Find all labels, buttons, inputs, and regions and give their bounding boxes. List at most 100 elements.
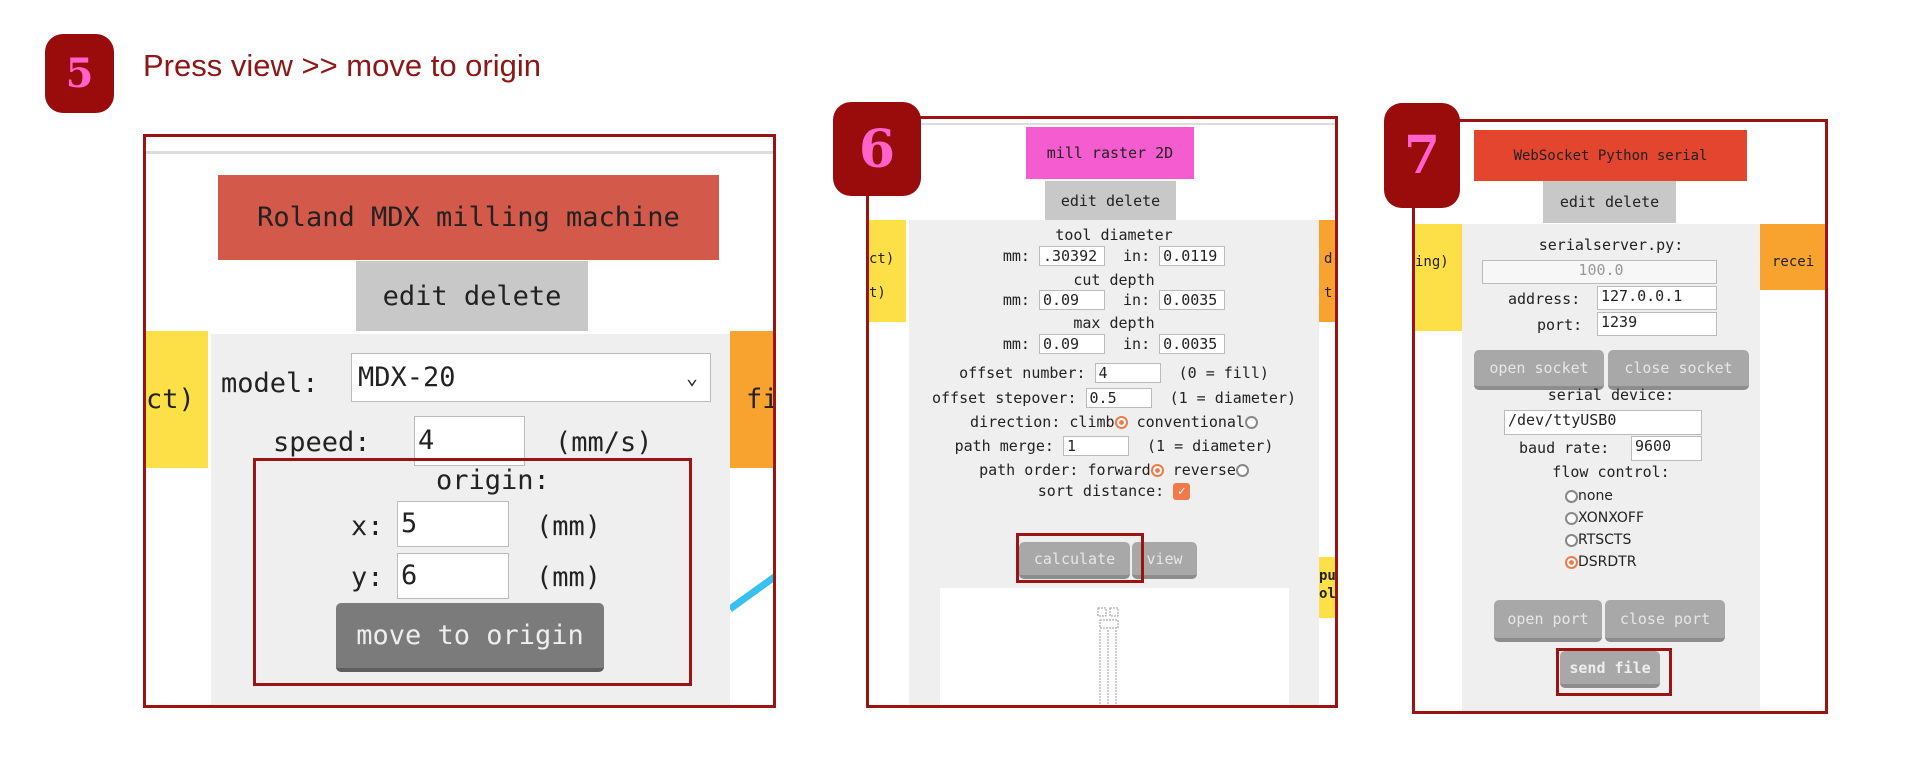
cut-depth-label: cut depth: [1073, 271, 1155, 289]
speed-input[interactable]: 4: [414, 416, 525, 466]
open-port-button[interactable]: open port: [1494, 600, 1602, 642]
climb-label: climb: [1069, 413, 1115, 431]
baud-rate-label: baud rate:: [1519, 439, 1610, 457]
close-socket-button[interactable]: close socket: [1608, 350, 1749, 390]
offset-number-input[interactable]: 4: [1094, 363, 1161, 383]
edit-delete-button[interactable]: edit delete: [356, 261, 588, 331]
option-label: none: [1578, 488, 1613, 504]
send-file-button[interactable]: send file: [1560, 651, 1660, 688]
right-module-tab[interactable]: fi: [730, 331, 776, 468]
tool-diameter-mm-input[interactable]: .30392: [1038, 246, 1105, 266]
edit-delete-button[interactable]: edit delete: [1543, 181, 1676, 223]
option-label: RTSCTS: [1578, 532, 1632, 548]
step-5-badge: 5: [45, 34, 114, 113]
max-depth-in-input[interactable]: 0.0035: [1159, 334, 1226, 354]
connection-line: [730, 573, 773, 612]
flow-option-none[interactable]: none: [1565, 485, 1644, 507]
module-header[interactable]: WebSocket Python serial: [1474, 130, 1747, 181]
option-label: DSRDTR: [1578, 554, 1637, 570]
calculate-button[interactable]: calculate: [1019, 542, 1130, 579]
max-depth-label: max depth: [1073, 314, 1155, 332]
model-select[interactable]: MDX-20 ⌄: [351, 353, 711, 402]
step-7-screenshot: WebSocket Python serial edit delete ing)…: [1412, 119, 1828, 714]
sort-distance-checkbox[interactable]: ✓: [1173, 482, 1191, 500]
speed-unit: (mm/s): [555, 427, 653, 458]
step-5-title: Press view >> move to origin: [143, 48, 542, 83]
offset-number-hint: (0 = fill): [1178, 364, 1269, 382]
baud-rate-input[interactable]: 9600: [1631, 436, 1702, 461]
module-header[interactable]: Roland MDX milling machine: [218, 175, 719, 260]
flow-option-dsrdtr[interactable]: DSRDTR: [1565, 551, 1644, 573]
x-label: x:: [351, 511, 384, 542]
origin-y-input[interactable]: 6: [397, 553, 509, 599]
open-socket-button[interactable]: open socket: [1474, 350, 1604, 390]
tab-label: recei: [1772, 254, 1815, 270]
module-body: model: MDX-20⌄ speed: 4 (mm/s) origin: x…: [211, 334, 730, 705]
option-label: XONXOFF: [1578, 510, 1645, 526]
step-number: 6: [858, 118, 896, 180]
move-to-origin-button[interactable]: move to origin: [336, 603, 604, 672]
serial-device-input[interactable]: /dev/ttyUSB0: [1504, 410, 1702, 435]
tab-label: ing): [1415, 254, 1449, 270]
origin-label: origin:: [436, 465, 550, 496]
highlight-send-file: [1556, 648, 1672, 696]
mm-label: mm:: [1002, 291, 1030, 309]
reverse-label: reverse: [1172, 461, 1236, 479]
port-label: port:: [1537, 316, 1583, 334]
tool-diameter-label: tool diameter: [1055, 226, 1173, 244]
radio-icon: [1565, 533, 1578, 547]
tab-label: ol: [1319, 586, 1336, 602]
module-body: serialserver.py: 100.0 address: 127.0.0.…: [1462, 224, 1760, 711]
tab-label: d: [1324, 251, 1333, 267]
tab-label: ct): [146, 384, 195, 415]
chevron-down-icon: ⌄: [685, 365, 698, 389]
address-input[interactable]: 127.0.0.1: [1597, 286, 1717, 310]
in-label: in:: [1123, 291, 1151, 309]
right-module-tab[interactable]: recei: [1760, 224, 1825, 290]
left-module-tab[interactable]: ct)t): [869, 220, 906, 322]
y-unit: (mm): [536, 562, 602, 593]
port-input[interactable]: 1239: [1597, 312, 1717, 336]
path-merge-hint: (1 = diameter): [1147, 437, 1274, 455]
toolpath-drawing: [1097, 607, 1119, 705]
x-unit: (mm): [536, 511, 602, 542]
highlight-calculate: [1016, 533, 1144, 583]
tool-diameter-in-input[interactable]: 0.0119: [1159, 246, 1226, 266]
step-5-screenshot: Roland MDX milling machine edit delete c…: [143, 134, 776, 708]
climb-radio[interactable]: [1114, 415, 1128, 429]
flow-option-xonxoff[interactable]: XONXOFF: [1565, 507, 1644, 529]
left-module-tab[interactable]: ct): [146, 331, 208, 468]
offset-number-label: offset number:: [959, 364, 1086, 382]
path-merge-input[interactable]: 1: [1062, 436, 1129, 456]
conventional-radio[interactable]: [1244, 415, 1258, 429]
y-label: y:: [351, 562, 384, 593]
radio-icon: [1565, 489, 1578, 503]
mm-label: mm:: [1002, 335, 1030, 353]
cut-depth-in-input[interactable]: 0.0035: [1159, 290, 1226, 310]
stepover-label: offset stepover:: [931, 389, 1077, 407]
stepover-hint: (1 = diameter): [1169, 389, 1297, 407]
serialserver-label: serialserver.py:: [1538, 236, 1684, 254]
speed-label: speed:: [273, 427, 371, 458]
left-module-tab[interactable]: ing): [1415, 224, 1462, 331]
stepover-input[interactable]: 0.5: [1085, 388, 1152, 408]
module-header[interactable]: mill raster 2D: [1026, 127, 1194, 179]
serialserver-version: 100.0: [1482, 260, 1717, 284]
flow-control-label: flow control:: [1552, 463, 1670, 481]
selected-value: MDX-20: [358, 362, 456, 393]
radio-icon: [1565, 511, 1578, 525]
tab-label: fi: [746, 384, 776, 415]
max-depth-mm-input[interactable]: 0.09: [1038, 334, 1105, 354]
close-port-button[interactable]: close port: [1605, 600, 1725, 642]
edit-delete-button[interactable]: edit delete: [1045, 181, 1176, 220]
tab-label: t): [869, 285, 886, 301]
divider: [869, 123, 1335, 125]
reverse-radio[interactable]: [1235, 463, 1249, 477]
origin-x-input[interactable]: 5: [397, 501, 509, 547]
serial-device-label: serial device:: [1547, 386, 1675, 404]
forward-radio[interactable]: [1150, 463, 1164, 477]
cut-depth-mm-input[interactable]: 0.09: [1038, 290, 1105, 310]
flow-option-rtscts[interactable]: RTSCTS: [1565, 529, 1644, 551]
